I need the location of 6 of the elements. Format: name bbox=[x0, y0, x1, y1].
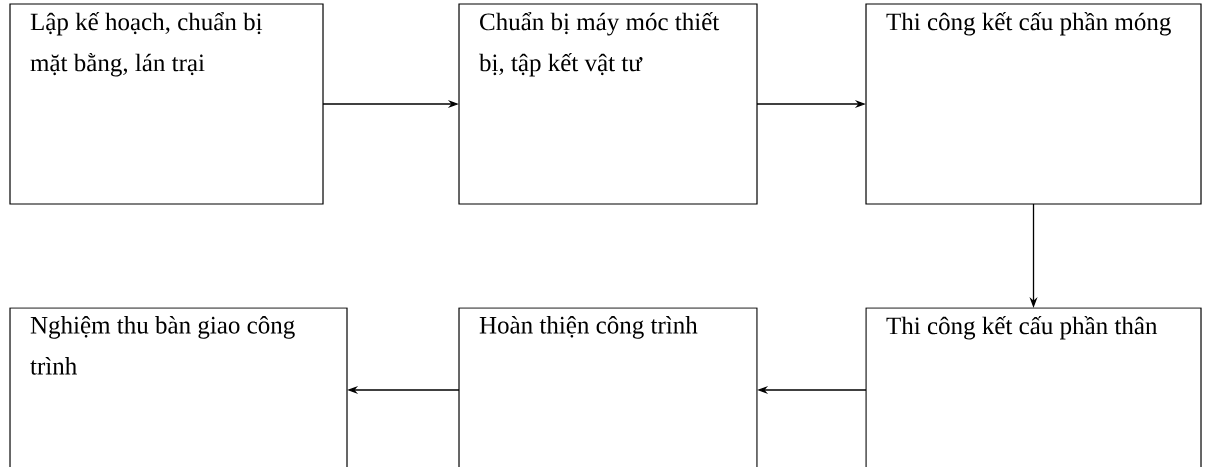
process-box: Thi công kết cấu phần thân bbox=[865, 307, 1202, 467]
process-box: Lập kế hoạch, chuẩn bị mặt bằng, lán trại bbox=[9, 3, 324, 205]
process-box: Hoàn thiện công trình bbox=[458, 307, 758, 467]
process-box: Nghiệm thu bàn giao công trình bbox=[9, 307, 348, 467]
process-box: Thi công kết cấu phần móng bbox=[865, 3, 1202, 205]
process-box: Chuẩn bị máy móc thiết bị, tập kết vật tư bbox=[458, 3, 758, 205]
